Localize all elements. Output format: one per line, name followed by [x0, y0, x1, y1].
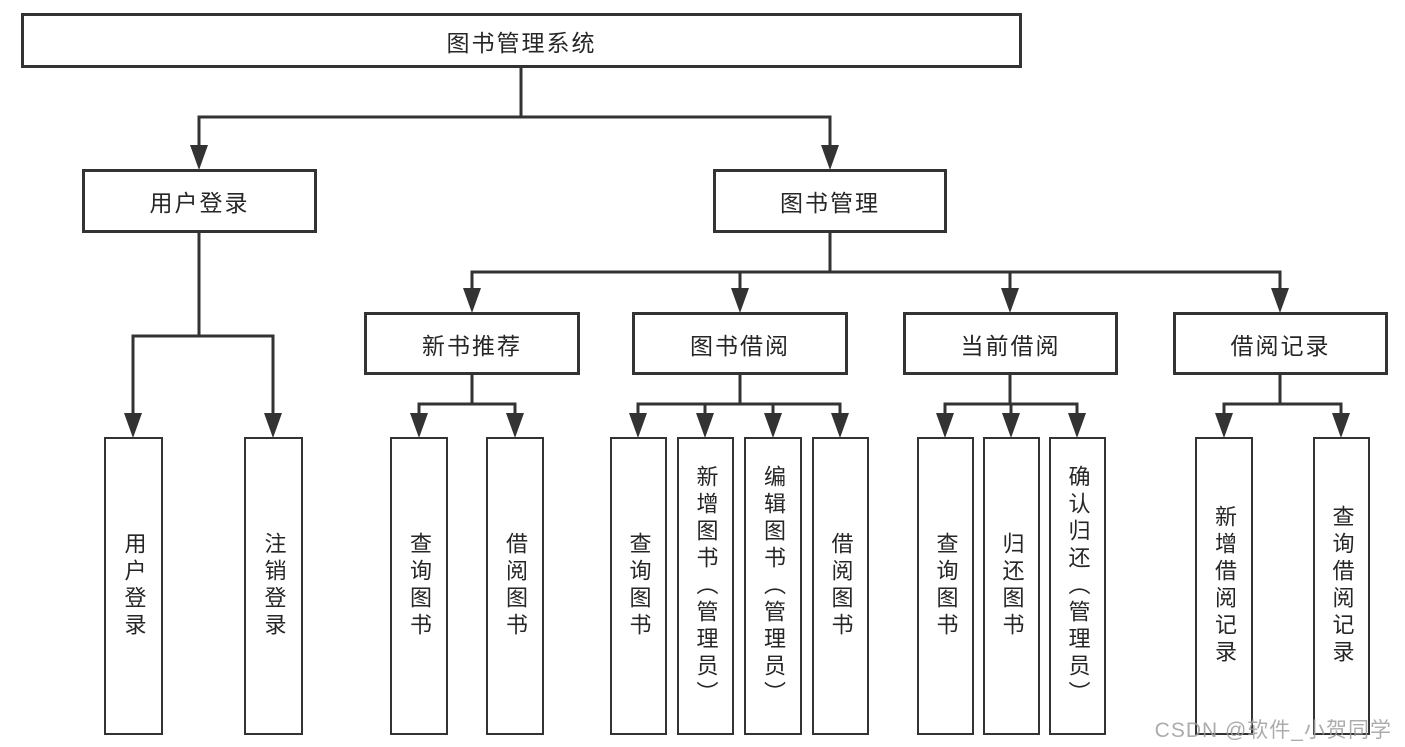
arrowhead-down-icon	[936, 413, 954, 438]
arrowhead-down-icon	[1068, 413, 1086, 438]
node-current-borrowing-label: 当前借阅	[960, 332, 1061, 359]
node-book-management-label: 图书管理	[780, 190, 880, 216]
leaf-cb-return-books-label: 归还图书	[999, 532, 1025, 640]
leaf-bb-edit-books-admin: 编辑图书（管理员）	[744, 437, 802, 735]
arrowhead-down-icon	[1002, 413, 1020, 438]
arrowhead-down-icon	[821, 145, 839, 170]
node-user-login: 用户登录	[82, 169, 317, 233]
connector-group	[124, 233, 282, 438]
leaf-br-query-record: 查询借阅记录	[1313, 437, 1370, 735]
node-borrowing-records-label: 借阅记录	[1230, 332, 1331, 359]
connector-group	[463, 233, 1289, 313]
connector-group	[410, 375, 524, 438]
node-new-book-recommend: 新书推荐	[364, 312, 580, 375]
leaf-logout: 注销登录	[244, 437, 303, 735]
leaf-bb-add-books-admin-label: 新增图书（管理员）	[693, 464, 719, 708]
leaf-bb-edit-books-admin-label: 编辑图书（管理员）	[761, 464, 786, 708]
arrowhead-down-icon	[410, 413, 428, 438]
arrowhead-down-icon	[764, 413, 782, 438]
node-new-book-recommend-label: 新书推荐	[422, 332, 522, 359]
leaf-nbr-query-books: 查询图书	[390, 437, 448, 735]
connector-group	[629, 375, 849, 438]
arrowhead-down-icon	[1215, 413, 1233, 438]
leaf-bb-query-books: 查询图书	[610, 437, 667, 735]
leaf-nbr-borrow-books-label: 借阅图书	[503, 532, 528, 640]
arrowhead-down-icon	[190, 145, 208, 170]
leaf-logout-label: 注销登录	[261, 532, 287, 640]
arrowhead-down-icon	[731, 288, 749, 313]
leaf-user-login: 用户登录	[104, 437, 163, 735]
leaf-cb-query-books-label: 查询图书	[933, 532, 959, 640]
leaf-cb-confirm-return-admin: 确认归还（管理员）	[1049, 437, 1106, 735]
leaf-bb-borrow-books-label: 借阅图书	[828, 532, 854, 640]
node-library-management-system-label: 图书管理系统	[446, 29, 597, 56]
node-book-borrowing-label: 图书借阅	[690, 332, 790, 359]
arrowhead-down-icon	[463, 288, 481, 313]
arrowhead-down-icon	[506, 413, 524, 438]
connector-group	[190, 68, 839, 170]
leaf-nbr-query-books-label: 查询图书	[407, 532, 432, 640]
node-library-management-system: 图书管理系统	[21, 13, 1022, 68]
leaf-cb-query-books: 查询图书	[917, 437, 974, 735]
node-borrowing-records: 借阅记录	[1173, 312, 1388, 375]
arrowhead-down-icon	[1271, 288, 1289, 313]
arrowhead-down-icon	[629, 413, 647, 438]
leaf-br-query-record-label: 查询借阅记录	[1329, 505, 1355, 667]
arrowhead-down-icon	[831, 413, 849, 438]
arrowhead-down-icon	[1332, 413, 1350, 438]
node-user-login-label: 用户登录	[149, 190, 250, 216]
leaf-br-add-record: 新增借阅记录	[1195, 437, 1253, 735]
leaf-bb-query-books-label: 查询图书	[626, 532, 652, 640]
leaf-bb-borrow-books: 借阅图书	[812, 437, 869, 735]
leaf-cb-return-books: 归还图书	[983, 437, 1040, 735]
connector-group	[1215, 375, 1350, 438]
leaf-br-add-record-label: 新增借阅记录	[1212, 505, 1237, 667]
leaf-nbr-borrow-books: 借阅图书	[486, 437, 544, 735]
csdn-watermark: CSDN @软件_小贺同学	[1154, 719, 1392, 742]
node-book-borrowing: 图书借阅	[632, 312, 848, 375]
arrowhead-down-icon	[696, 413, 714, 438]
leaf-user-login-label: 用户登录	[121, 532, 147, 640]
node-book-management: 图书管理	[713, 169, 947, 233]
node-current-borrowing: 当前借阅	[903, 312, 1118, 375]
connector-group	[936, 375, 1086, 438]
arrowhead-down-icon	[1001, 288, 1019, 313]
leaf-bb-add-books-admin: 新增图书（管理员）	[677, 437, 734, 735]
arrowhead-down-icon	[124, 413, 142, 438]
leaf-cb-confirm-return-admin-label: 确认归还（管理员）	[1065, 464, 1091, 708]
arrowhead-down-icon	[264, 413, 282, 438]
